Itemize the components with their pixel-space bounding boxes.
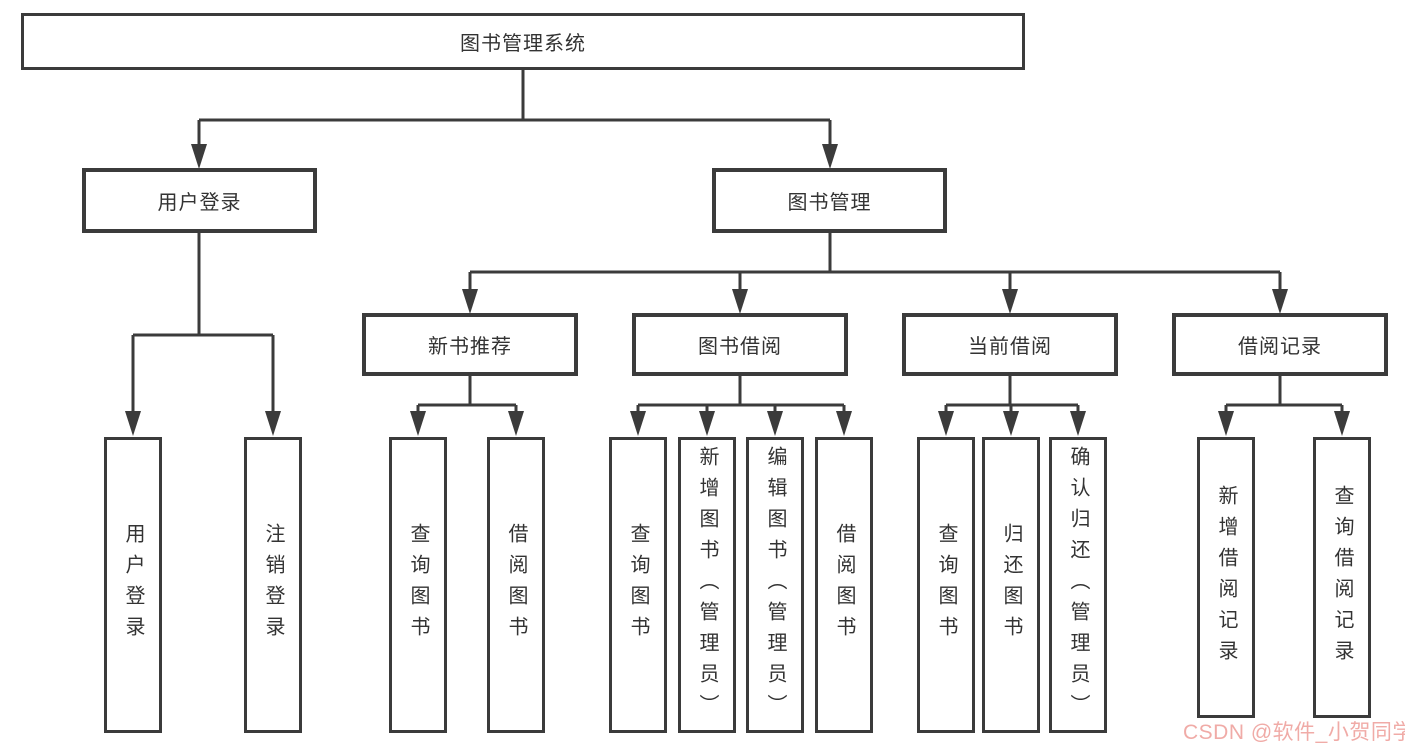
node-leaf-borrow-books-2: 借阅图书 bbox=[815, 437, 873, 733]
node-label: 注销登录 bbox=[262, 523, 284, 647]
node-borrowing-records: 借阅记录 bbox=[1172, 313, 1388, 376]
node-label: 确认归还（管理员） bbox=[1067, 445, 1089, 725]
node-label: 新书推荐 bbox=[428, 336, 512, 358]
node-label: 借阅记录 bbox=[1238, 336, 1322, 358]
node-leaf-user-login: 用户登录 bbox=[104, 437, 162, 733]
node-current-borrowing: 当前借阅 bbox=[902, 313, 1118, 376]
csdn-watermark: CSDN @软件_小贺同学 bbox=[1183, 721, 1405, 744]
node-leaf-add-books-admin: 新增图书（管理员） bbox=[678, 437, 736, 733]
node-label: 用户登录 bbox=[157, 192, 242, 214]
node-leaf-query-books-1: 查询图书 bbox=[389, 437, 447, 733]
node-label: 查询图书 bbox=[407, 523, 429, 647]
node-label: 新增图书（管理员） bbox=[696, 445, 718, 725]
node-label: 查询图书 bbox=[627, 523, 649, 647]
node-label: 用户登录 bbox=[122, 523, 144, 647]
node-user-login-group: 用户登录 bbox=[82, 168, 317, 233]
node-label: 图书管理系统 bbox=[460, 33, 586, 55]
node-label: 当前借阅 bbox=[968, 336, 1052, 358]
node-leaf-logout: 注销登录 bbox=[244, 437, 302, 733]
node-leaf-return-books: 归还图书 bbox=[982, 437, 1040, 733]
node-leaf-borrow-books-1: 借阅图书 bbox=[487, 437, 545, 733]
node-label: 编辑图书（管理员） bbox=[764, 445, 786, 725]
node-leaf-edit-books-admin: 编辑图书（管理员） bbox=[746, 437, 804, 733]
node-book-borrowing: 图书借阅 bbox=[632, 313, 848, 376]
node-label: 借阅图书 bbox=[505, 523, 527, 647]
node-label: 图书管理 bbox=[787, 192, 872, 214]
node-label: 归还图书 bbox=[1000, 523, 1022, 647]
node-library-management-system: 图书管理系统 bbox=[21, 13, 1025, 70]
node-leaf-add-borrow-record: 新增借阅记录 bbox=[1197, 437, 1255, 718]
node-book-management-group: 图书管理 bbox=[712, 168, 947, 233]
node-leaf-query-borrow-record: 查询借阅记录 bbox=[1313, 437, 1371, 718]
node-leaf-query-books-2: 查询图书 bbox=[609, 437, 667, 733]
node-label: 新增借阅记录 bbox=[1215, 484, 1237, 671]
node-leaf-query-books-3: 查询图书 bbox=[917, 437, 975, 733]
node-label: 图书借阅 bbox=[698, 336, 782, 358]
node-label: 查询借阅记录 bbox=[1331, 484, 1353, 671]
arrowhead-icons bbox=[125, 144, 1350, 436]
node-label: 借阅图书 bbox=[833, 523, 855, 647]
node-label: 查询图书 bbox=[935, 523, 957, 647]
node-new-book-recommendation: 新书推荐 bbox=[362, 313, 578, 376]
node-leaf-confirm-return-admin: 确认归还（管理员） bbox=[1049, 437, 1107, 733]
